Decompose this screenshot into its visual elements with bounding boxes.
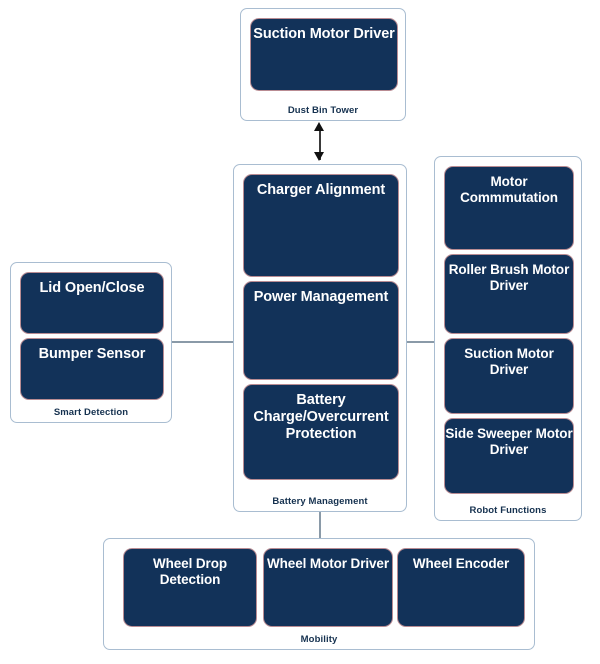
group-battery-management: Charger Alignment Power Management Batte… [233,164,407,512]
connector-dustbin-battery-arrow-down [314,152,324,161]
node-wheel-encoder[interactable]: Wheel Encoder [397,548,525,627]
group-label-robot-functions: Robot Functions [469,505,547,516]
group-robot-functions: Motor Commmutation Roller Brush Motor Dr… [434,156,582,521]
node-roller-brush-motor-driver[interactable]: Roller Brush Motor Driver [444,254,574,334]
node-bumper-sensor[interactable]: Bumper Sensor [20,338,164,400]
node-side-sweeper-motor-driver[interactable]: Side Sweeper Motor Driver [444,418,574,494]
node-motor-commmutation[interactable]: Motor Commmutation [444,166,574,250]
node-charger-alignment[interactable]: Charger Alignment [243,174,399,277]
node-power-management[interactable]: Power Management [243,281,399,380]
group-mobility: Wheel Drop Detection Wheel Motor Driver … [103,538,535,650]
node-suction-motor-driver-tower[interactable]: Suction Motor Driver [250,18,398,91]
node-suction-motor-driver[interactable]: Suction Motor Driver [444,338,574,414]
node-lid-open-close[interactable]: Lid Open/Close [20,272,164,334]
node-wheel-motor-driver[interactable]: Wheel Motor Driver [263,548,393,627]
connector-dustbin-battery-line [319,126,321,160]
connector-dustbin-battery-arrow-up [314,122,324,131]
group-label-smart-detection: Smart Detection [53,407,129,418]
group-label-battery-management: Battery Management [272,496,368,507]
group-smart-detection: Lid Open/Close Bumper Sensor Smart Detec… [10,262,172,423]
node-wheel-drop-detection[interactable]: Wheel Drop Detection [123,548,257,627]
group-label-dust-bin-tower: Dust Bin Tower [287,105,359,116]
connector-battery-robotfunctions [407,341,435,343]
connector-battery-mobility [319,512,321,539]
connector-smartdetection-battery [172,341,234,343]
node-battery-charge-overcurrent-protection[interactable]: Battery Charge/Overcurrent Protection [243,384,399,480]
group-label-mobility: Mobility [300,634,338,645]
group-dust-bin-tower: Suction Motor Driver Dust Bin Tower [240,8,406,121]
